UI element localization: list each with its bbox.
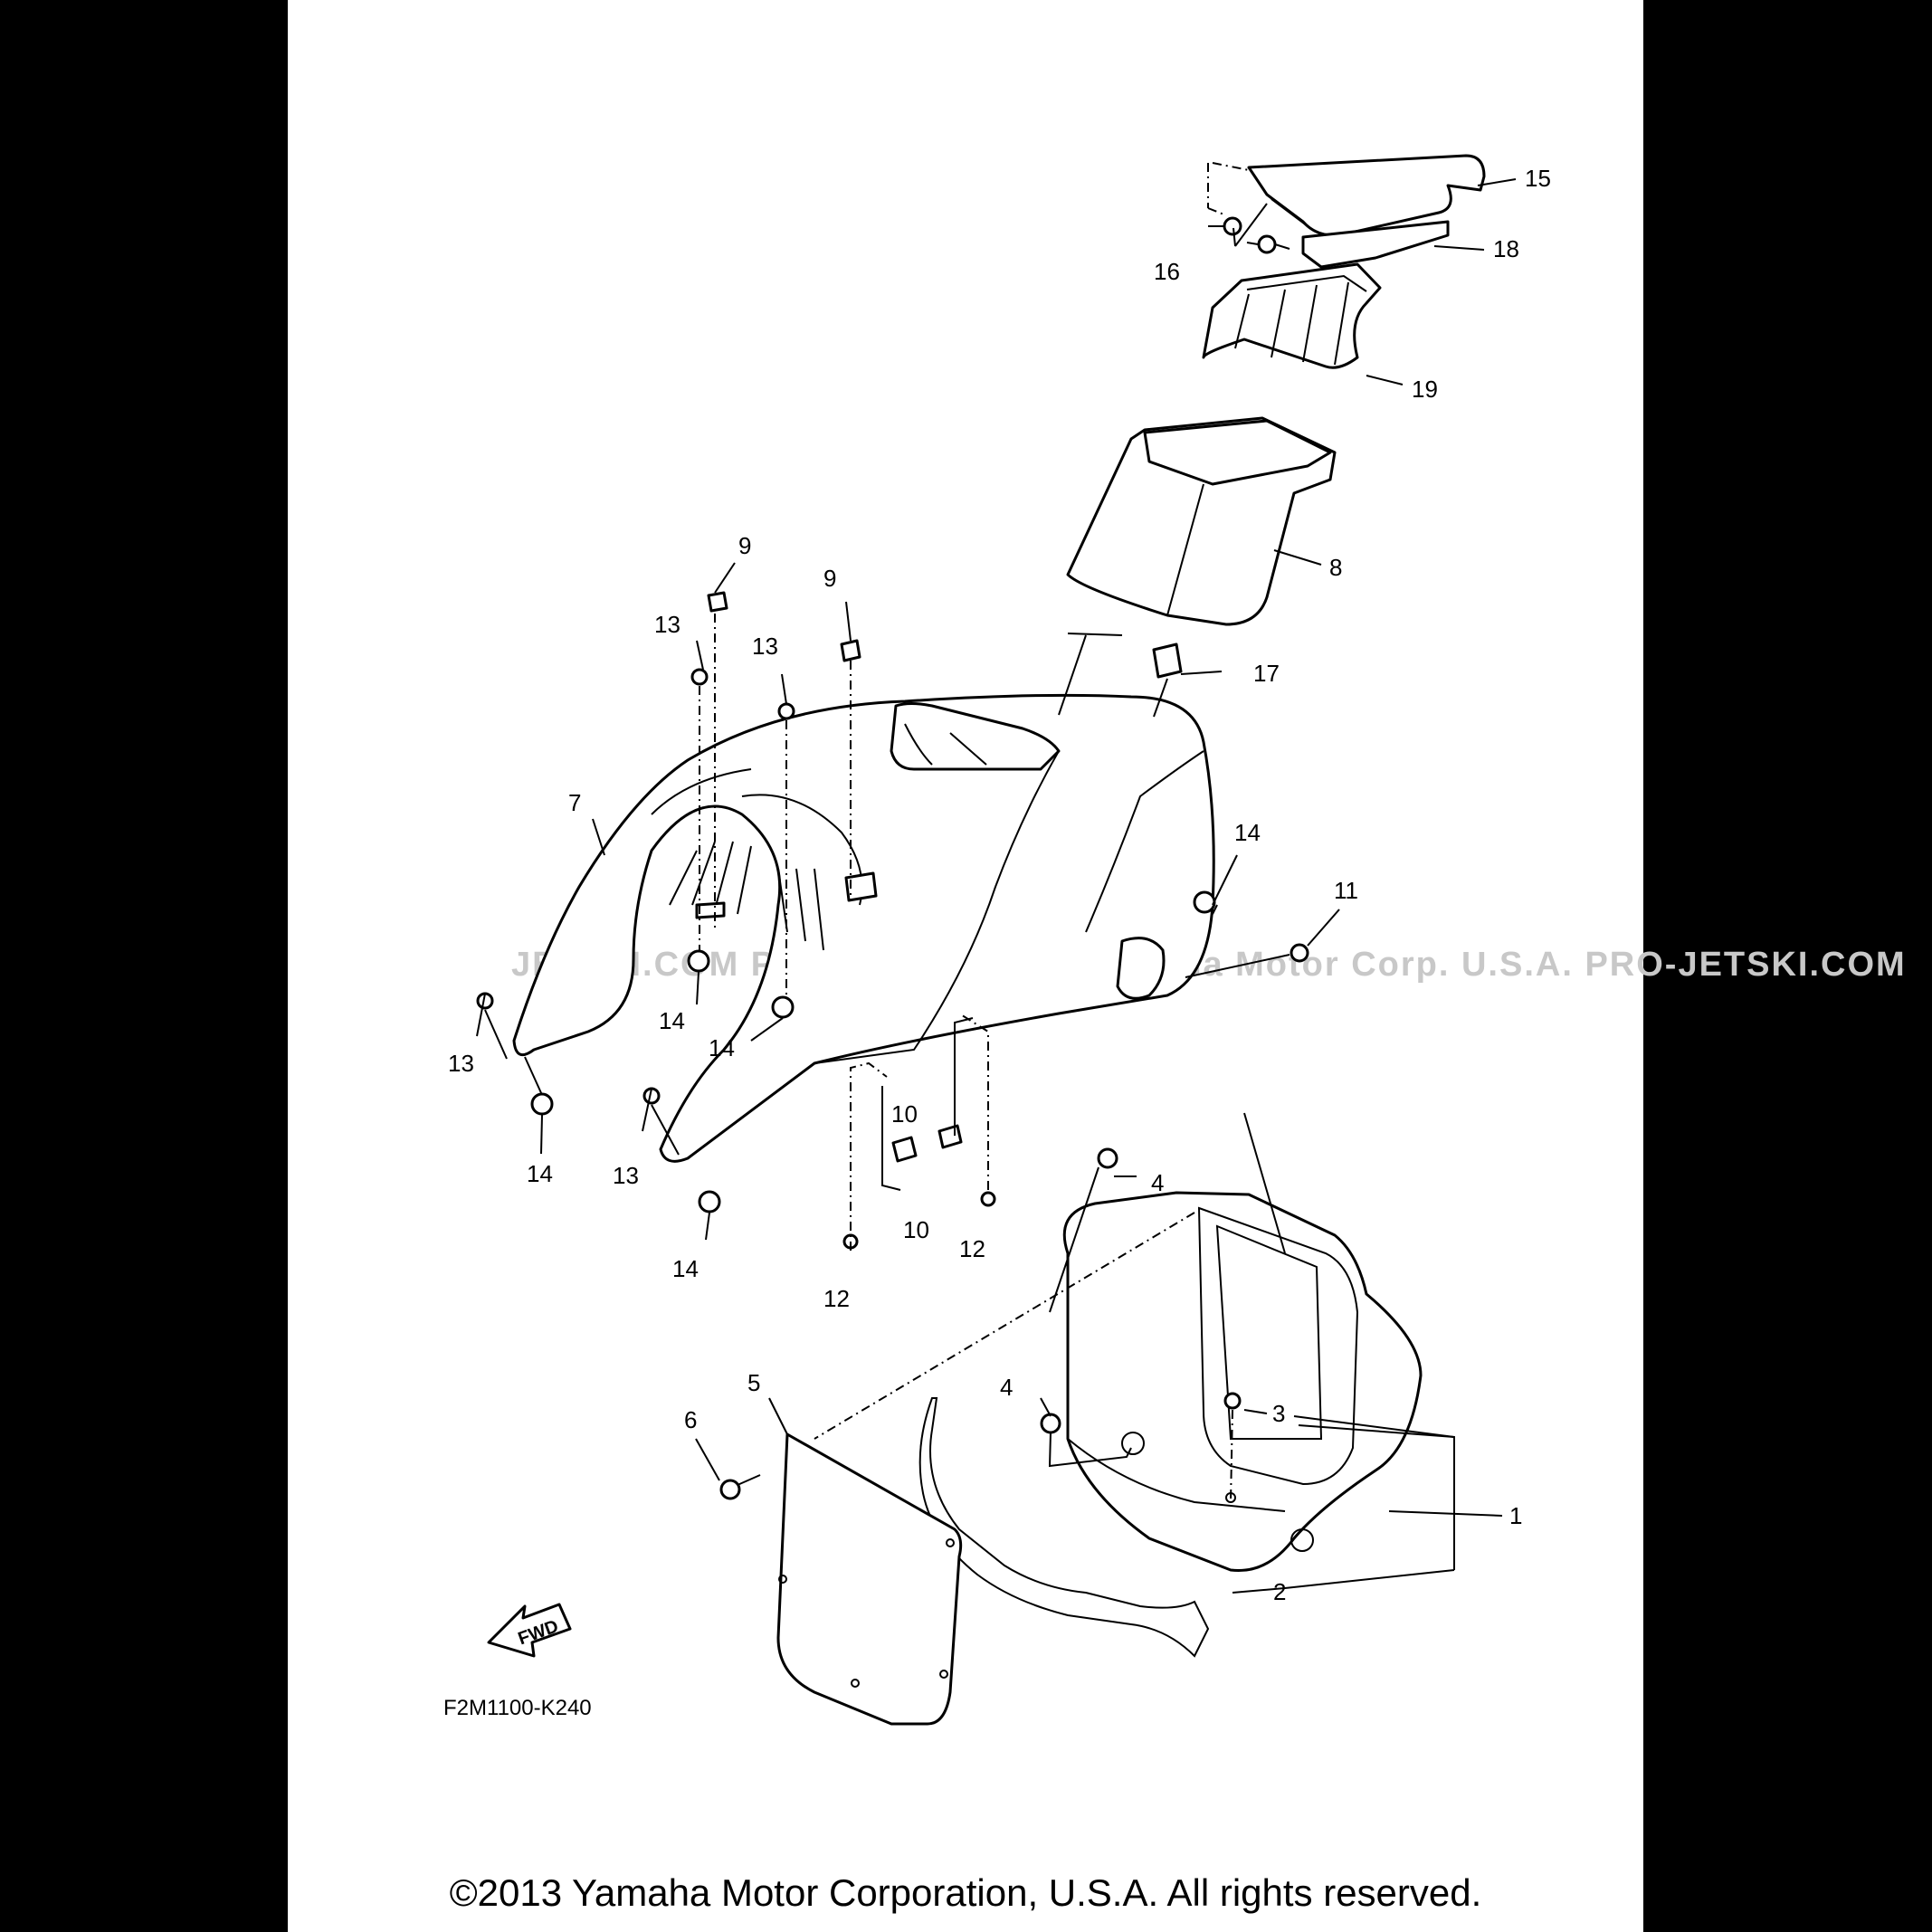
callout-8: 8	[1329, 554, 1342, 581]
callout-labels: 1 2 3 4 4 5 6 7 8 9 9 10 10 11 12 12 13 …	[448, 165, 1551, 1605]
assembly-lines	[484, 614, 1290, 1503]
callout-13b: 13	[752, 633, 778, 660]
part-19-liner	[1202, 262, 1382, 369]
callout-15: 15	[1525, 165, 1551, 192]
callout-13c: 13	[448, 1050, 474, 1077]
callout-13a: 13	[654, 611, 680, 638]
callout-2: 2	[1273, 1578, 1286, 1605]
callout-14a: 14	[1234, 819, 1261, 846]
part-8-storage-tub	[1066, 416, 1337, 626]
callout-13d: 13	[613, 1162, 639, 1189]
callout-11: 11	[1334, 877, 1358, 904]
part-18-plate	[1301, 220, 1450, 269]
callout-17: 17	[1253, 660, 1280, 687]
part-1-storage-bin	[1062, 1191, 1423, 1573]
part-2-seal	[918, 1397, 1210, 1658]
callout-16: 16	[1154, 258, 1180, 285]
callout-10b: 10	[903, 1216, 929, 1243]
callout-9a: 9	[738, 532, 751, 559]
callout-9b: 9	[823, 565, 836, 592]
callout-4b: 4	[1000, 1374, 1013, 1401]
figure-code: F2M1100-K240	[443, 1696, 592, 1720]
part-6-screw	[719, 1474, 761, 1500]
fasteners-group	[476, 591, 1309, 1434]
callout-19: 19	[1412, 376, 1438, 403]
callout-14c: 14	[709, 1034, 735, 1061]
leader-lines	[476, 178, 1517, 1594]
part-16-fasteners	[1208, 216, 1290, 254]
callout-10a: 10	[891, 1100, 918, 1128]
callout-14e: 14	[672, 1255, 699, 1282]
callout-14b: 14	[659, 1007, 685, 1034]
callout-3: 3	[1272, 1400, 1285, 1427]
fwd-arrow-icon: FWD	[487, 1603, 572, 1658]
copyright-notice: ©2013 Yamaha Motor Corporation, U.S.A. A…	[449, 1871, 1482, 1914]
callout-14d: 14	[527, 1160, 553, 1187]
part-7-body-cover	[512, 693, 1215, 1163]
callout-18: 18	[1493, 235, 1519, 262]
callout-7: 7	[568, 789, 581, 816]
part-15-cover	[1247, 154, 1486, 237]
callout-4a: 4	[1151, 1169, 1164, 1196]
part-5-plate	[776, 1432, 963, 1726]
callout-6: 6	[684, 1406, 697, 1433]
callout-12a: 12	[959, 1235, 985, 1262]
callout-5: 5	[747, 1369, 760, 1396]
callout-1: 1	[1509, 1502, 1522, 1529]
leader-cover-dash	[1207, 162, 1250, 216]
callout-12b: 12	[823, 1285, 850, 1312]
watermark-text: JETSKI.COM PRO-JETSKI.COM Yamaha Motor C…	[511, 946, 1907, 984]
